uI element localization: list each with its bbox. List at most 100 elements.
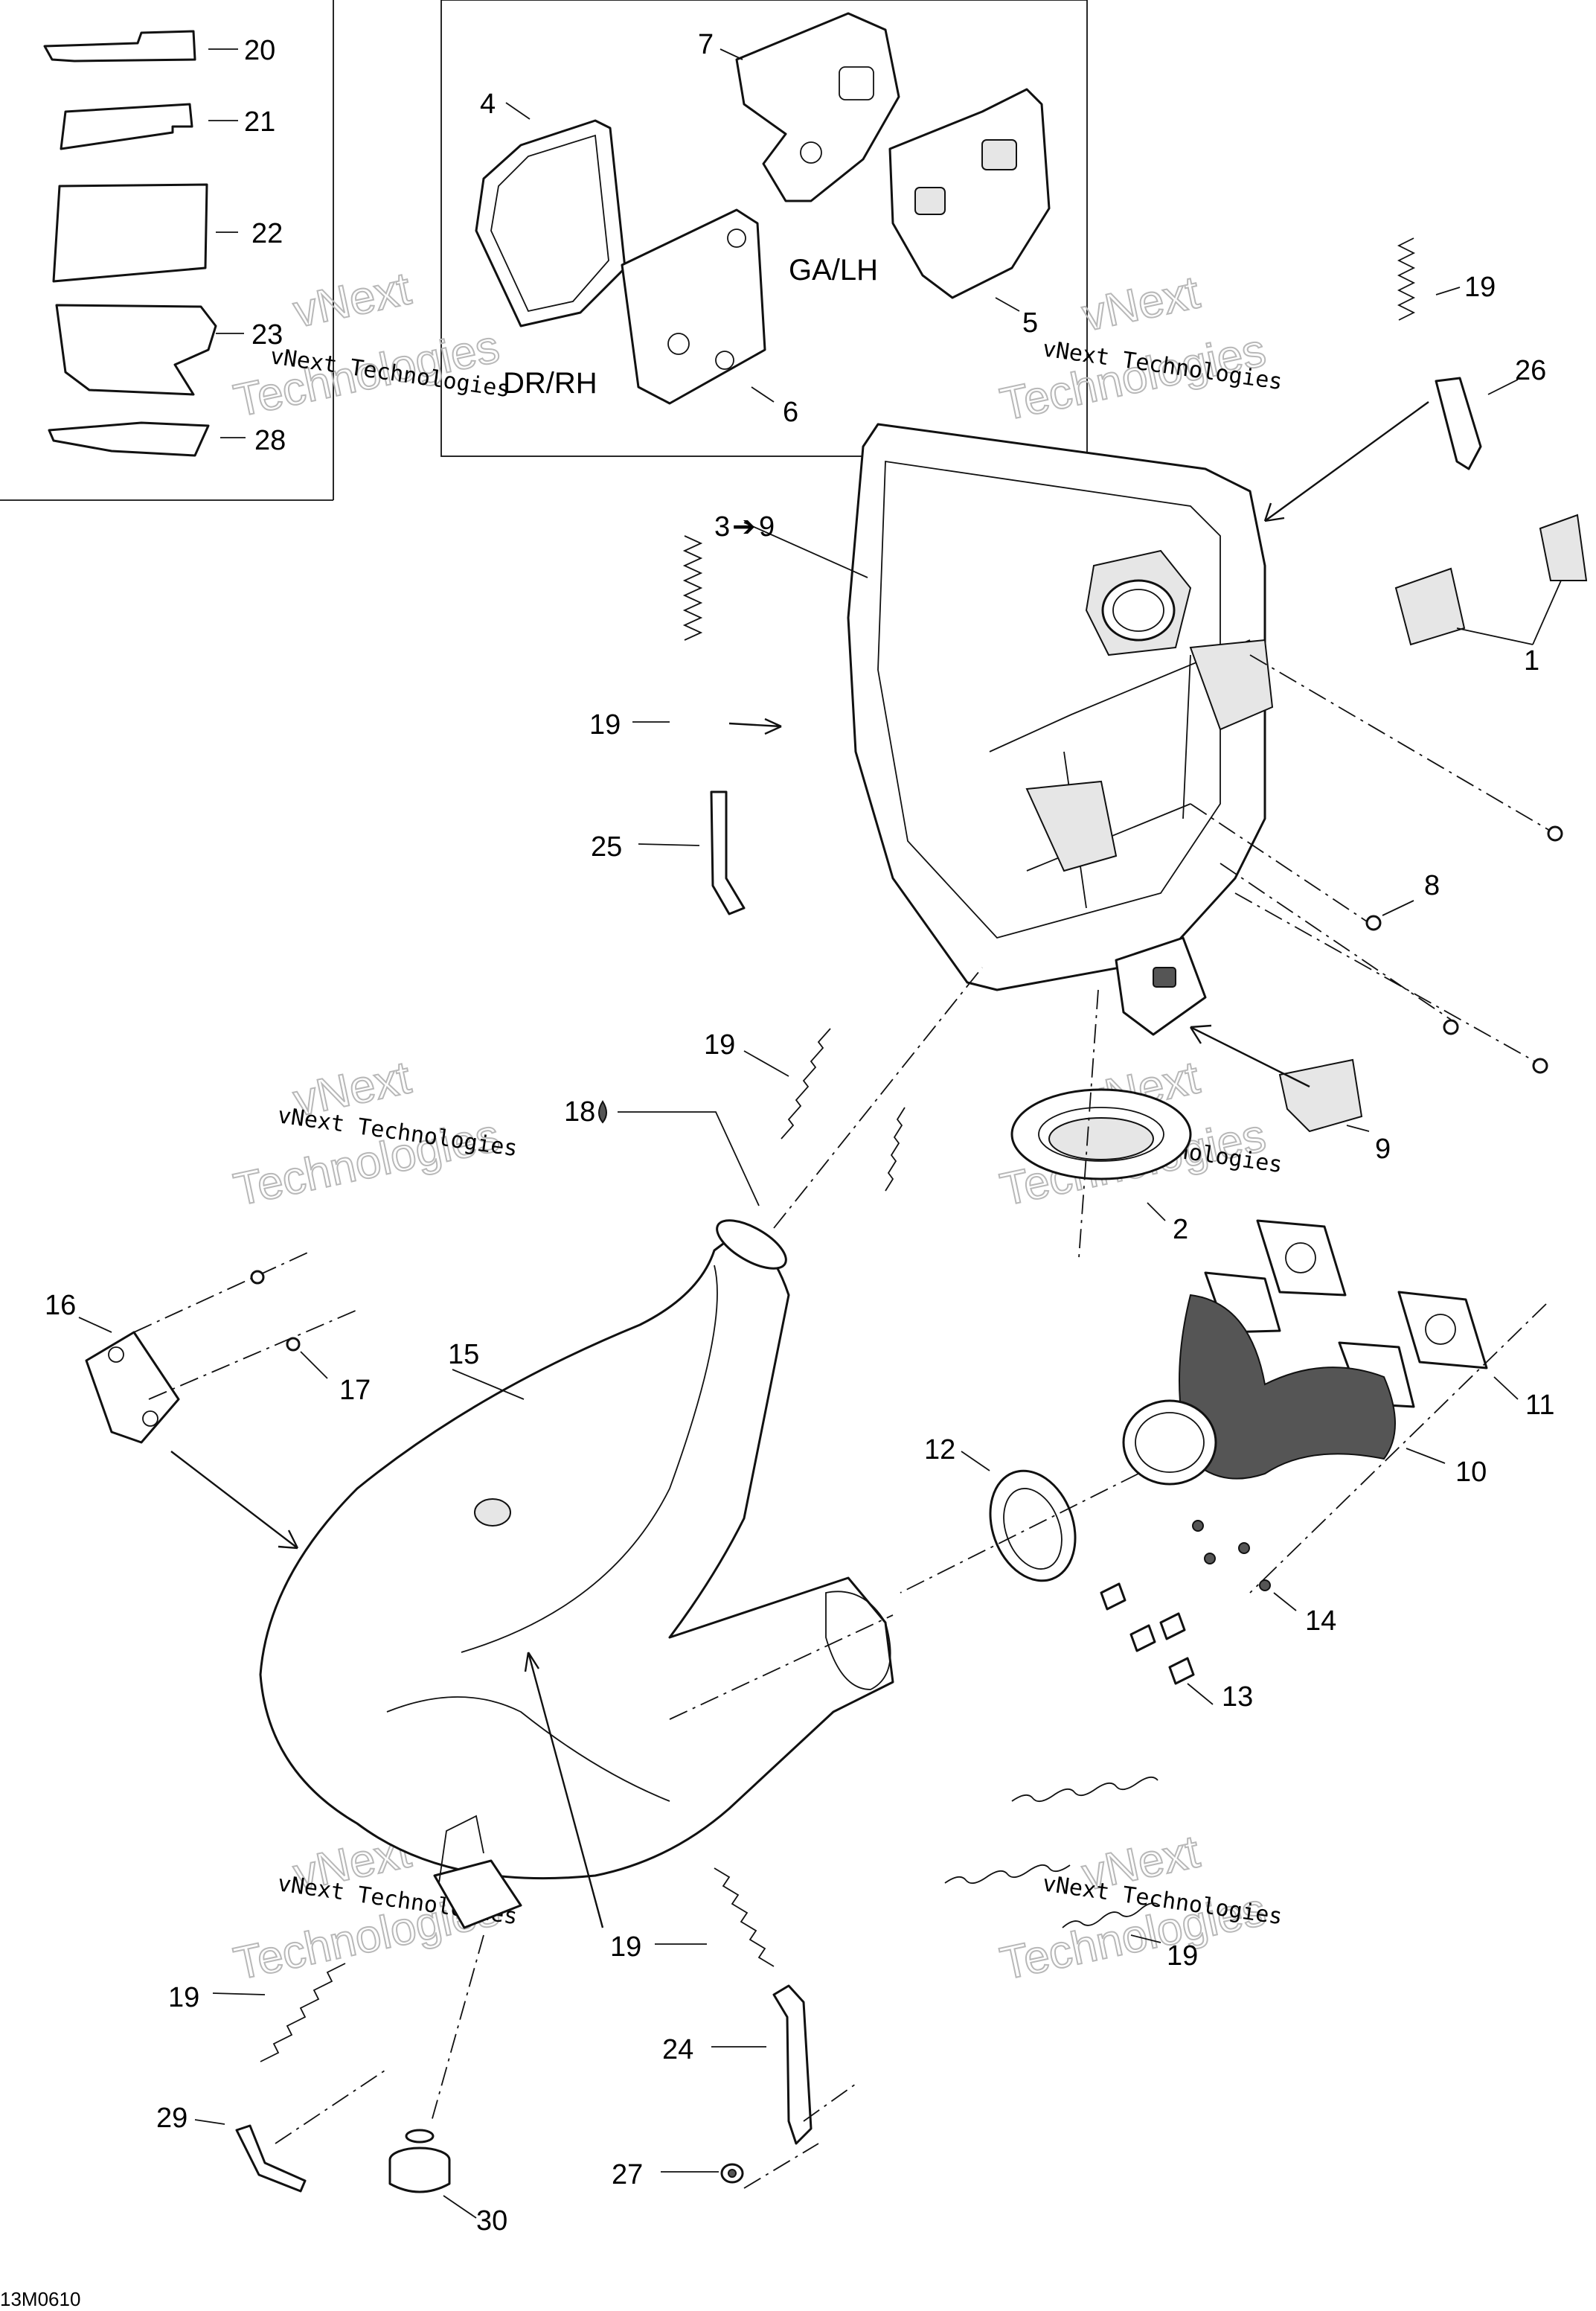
dash-line-bracket-16-lower (148, 1309, 358, 1400)
watermark-bottom-right: vNext Technologies vNext Technologies (996, 1825, 1284, 1990)
washer-27: 27 (612, 2159, 744, 2190)
dash-line-muffler-to-gasket (1078, 989, 1099, 1259)
svg-text:16: 16 (45, 1290, 76, 1321)
decal-22: 22 (52, 183, 283, 283)
svg-text:4: 4 (480, 89, 496, 120)
exhaust-manifold-10: 10 (1122, 1271, 1487, 1488)
callout-14: 14 (1305, 1605, 1336, 1637)
figure-code: 13M0610 (0, 2288, 80, 2310)
spring-19-mid-left: 19 (589, 535, 703, 741)
heat-shield-box (440, 0, 1088, 457)
svg-text:6: 6 (783, 397, 798, 428)
svg-text:2: 2 (1173, 1214, 1188, 1245)
svg-text:30: 30 (476, 2205, 507, 2237)
svg-text:26: 26 (1515, 355, 1546, 386)
spring-19-lower-mid: 19 (610, 1867, 775, 1967)
screw-3 (1443, 1019, 1459, 1035)
svg-text:19: 19 (704, 1029, 735, 1061)
nut-14-a (1192, 1520, 1204, 1532)
svg-text:21: 21 (244, 106, 275, 138)
dash-line-screw-4 (1234, 892, 1541, 1065)
decal-20: 20 (43, 30, 275, 66)
callout-3-to: 9 (759, 511, 775, 543)
dash-line-mount (431, 1934, 484, 2122)
svg-text:vNext: vNext (289, 263, 415, 337)
watermark-mid-left: vNext Technologies vNext Technologies (229, 1051, 519, 1216)
grommet-17-a (250, 1270, 265, 1285)
gasket-2: 2 (1010, 1088, 1192, 1245)
svg-text:28: 28 (254, 425, 286, 456)
svg-text:20: 20 (244, 35, 275, 66)
decal-23: 23 (55, 304, 283, 396)
decal-28: 28 (48, 421, 286, 457)
dash-line-screw-1 (1249, 654, 1556, 834)
callout-17: 17 (339, 1375, 371, 1406)
dash-line-screw-3 (1220, 863, 1452, 1020)
dash-line-bracket-29 (275, 2068, 388, 2144)
rubber-damper-30: 30 (388, 2129, 507, 2237)
spring-19-lower-right-a (1011, 1776, 1158, 1803)
screw-1 (1547, 825, 1563, 842)
svg-text:5: 5 (1022, 307, 1038, 339)
gasket-11-lower (1397, 1291, 1488, 1369)
dash-line-screw-2 (1190, 803, 1370, 924)
spring-19-lower-left: 19 (168, 1963, 346, 2062)
spring-center-2 (885, 1107, 906, 1192)
svg-text:27: 27 (612, 2159, 643, 2190)
callout-18: 18 (564, 1096, 760, 1206)
bracket-25: 25 (591, 790, 746, 915)
svg-text:19: 19 (1464, 272, 1496, 303)
clip-1-upper (1539, 514, 1588, 581)
expansion-chamber-15: 15 (259, 1219, 894, 1880)
screw-4 (1532, 1058, 1548, 1074)
svg-text:vNext: vNext (1078, 266, 1204, 341)
svg-text:19: 19 (1167, 1940, 1198, 1972)
dash-line-bracket-24 (803, 2083, 856, 2122)
callout-3: 3 (714, 511, 730, 543)
nut-14-d (1259, 1579, 1271, 1591)
dash-line-chamber-to-muffler (773, 967, 983, 1229)
bolt-13-b (1129, 1624, 1156, 1652)
decal-kit-box (0, 0, 334, 501)
dash-line-exhaust (1249, 1303, 1547, 1594)
heat-shield-6: 6 (621, 208, 798, 428)
clip-1-lower (1394, 567, 1466, 646)
callout-11: 11 (1525, 1390, 1554, 1421)
chamber-mount-bracket (433, 1815, 522, 1929)
svg-text:18: 18 (564, 1096, 595, 1128)
heat-shield-7: 7 (698, 12, 900, 202)
svg-text:24: 24 (662, 2034, 693, 2065)
bolt-13-d (1168, 1657, 1195, 1685)
svg-text:19: 19 (168, 1982, 199, 2013)
svg-text:9: 9 (1375, 1134, 1391, 1165)
svg-text:25: 25 (591, 831, 622, 863)
nut-14-b (1204, 1553, 1216, 1564)
spring-19-lower-right-b (944, 1864, 1071, 1885)
decal-21: 21 (60, 103, 275, 150)
nut-14-c (1238, 1542, 1250, 1554)
arrow-16-to-chamber (170, 1451, 299, 1550)
dash-line-ring (900, 1473, 1139, 1594)
svg-text:7: 7 (698, 29, 714, 60)
heat-shield-4: 4 (475, 89, 626, 327)
svg-text:22: 22 (251, 218, 283, 249)
callout-8: 8 (1424, 870, 1440, 901)
bracket-9: 9 (1278, 1058, 1391, 1165)
dash-line-washer (743, 2143, 819, 2189)
gasket-11-upper (1256, 1219, 1347, 1297)
muffler-assembly (847, 423, 1274, 1036)
callout-1: 1 (1524, 645, 1539, 677)
arrow-to-bracket-9 (1189, 1024, 1310, 1088)
callout-3-arrow: ➔ (732, 511, 756, 543)
bracket-29: 29 (156, 2103, 307, 2193)
bolt-13-c (1159, 1612, 1186, 1640)
svg-text:23: 23 (251, 319, 283, 351)
bracket-26: 26 (1435, 355, 1546, 470)
arrow-to-chamber-bracket (524, 1652, 604, 1928)
svg-text:10: 10 (1455, 1457, 1487, 1488)
arrow-to-muffler-top (1263, 401, 1429, 522)
svg-text:19: 19 (610, 1931, 641, 1963)
heat-shield-5: 5 (888, 88, 1051, 339)
callout-13: 13 (1222, 1681, 1253, 1713)
